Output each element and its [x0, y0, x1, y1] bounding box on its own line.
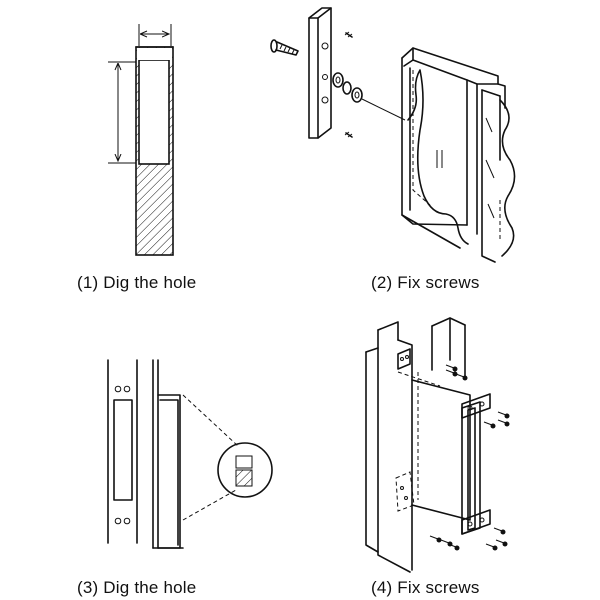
step2-plate-assembly — [270, 7, 406, 139]
step2-door-frame — [401, 47, 516, 263]
step4-caption: (4) Fix screws — [371, 578, 480, 597]
step3-caption: (3) Dig the hole — [77, 578, 197, 597]
step4-frame-assembly — [365, 317, 510, 573]
step1-caption: (1) Dig the hole — [77, 273, 197, 292]
step2-caption: (2) Fix screws — [371, 273, 480, 292]
step1-frame-section — [108, 24, 174, 256]
step3-side-view — [152, 359, 273, 549]
step3-front-view — [107, 359, 138, 544]
